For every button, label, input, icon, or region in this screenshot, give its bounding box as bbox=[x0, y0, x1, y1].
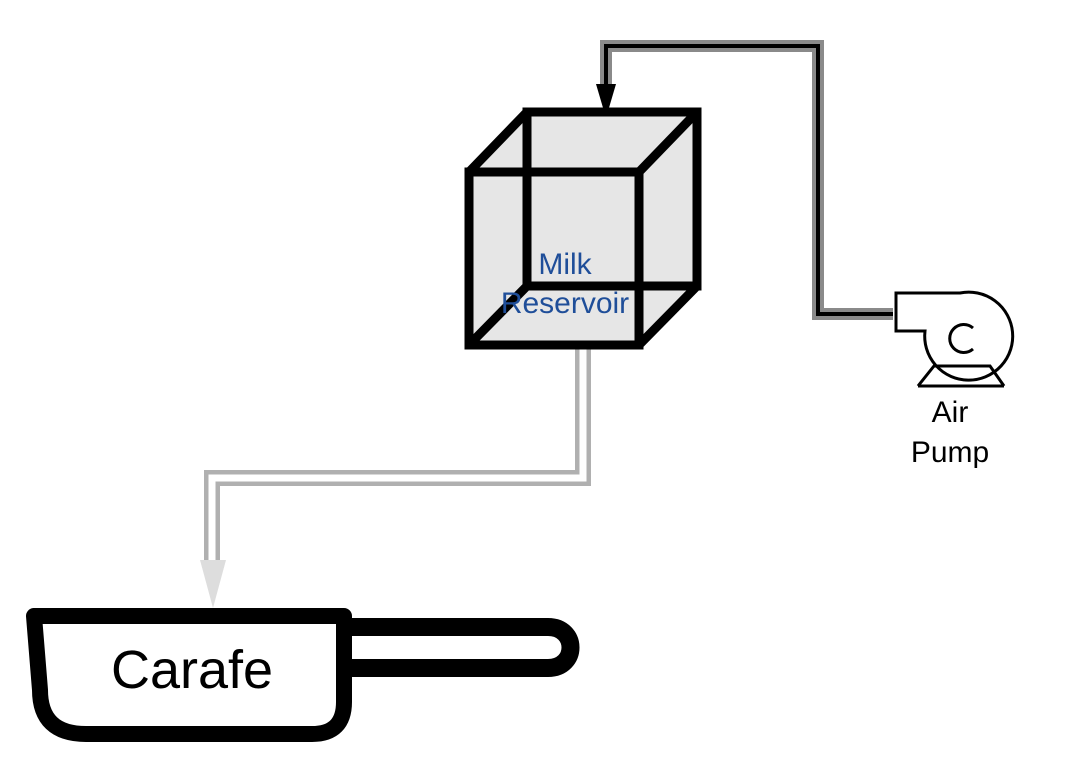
milk-line-connector bbox=[200, 345, 591, 608]
carafe-label: Carafe bbox=[111, 640, 273, 700]
cube-icon bbox=[464, 107, 702, 350]
down-arrow-icon bbox=[200, 560, 226, 608]
milk-reservoir-label-line1: Milk bbox=[538, 248, 592, 281]
air-line-connector bbox=[596, 40, 893, 320]
milk-reservoir-label-line2: Reservoir bbox=[501, 287, 629, 320]
air-pump: Air Pump bbox=[894, 290, 1015, 469]
air-pump-label-line2: Pump bbox=[911, 436, 989, 469]
carafe: Carafe bbox=[26, 608, 580, 742]
milk-reservoir: Milk Reservoir bbox=[464, 107, 702, 350]
pan-icon bbox=[26, 608, 580, 742]
air-pump-label-line1: Air bbox=[932, 396, 969, 429]
centrifugal-pump-icon bbox=[894, 290, 1015, 388]
down-arrow-icon bbox=[596, 84, 616, 118]
